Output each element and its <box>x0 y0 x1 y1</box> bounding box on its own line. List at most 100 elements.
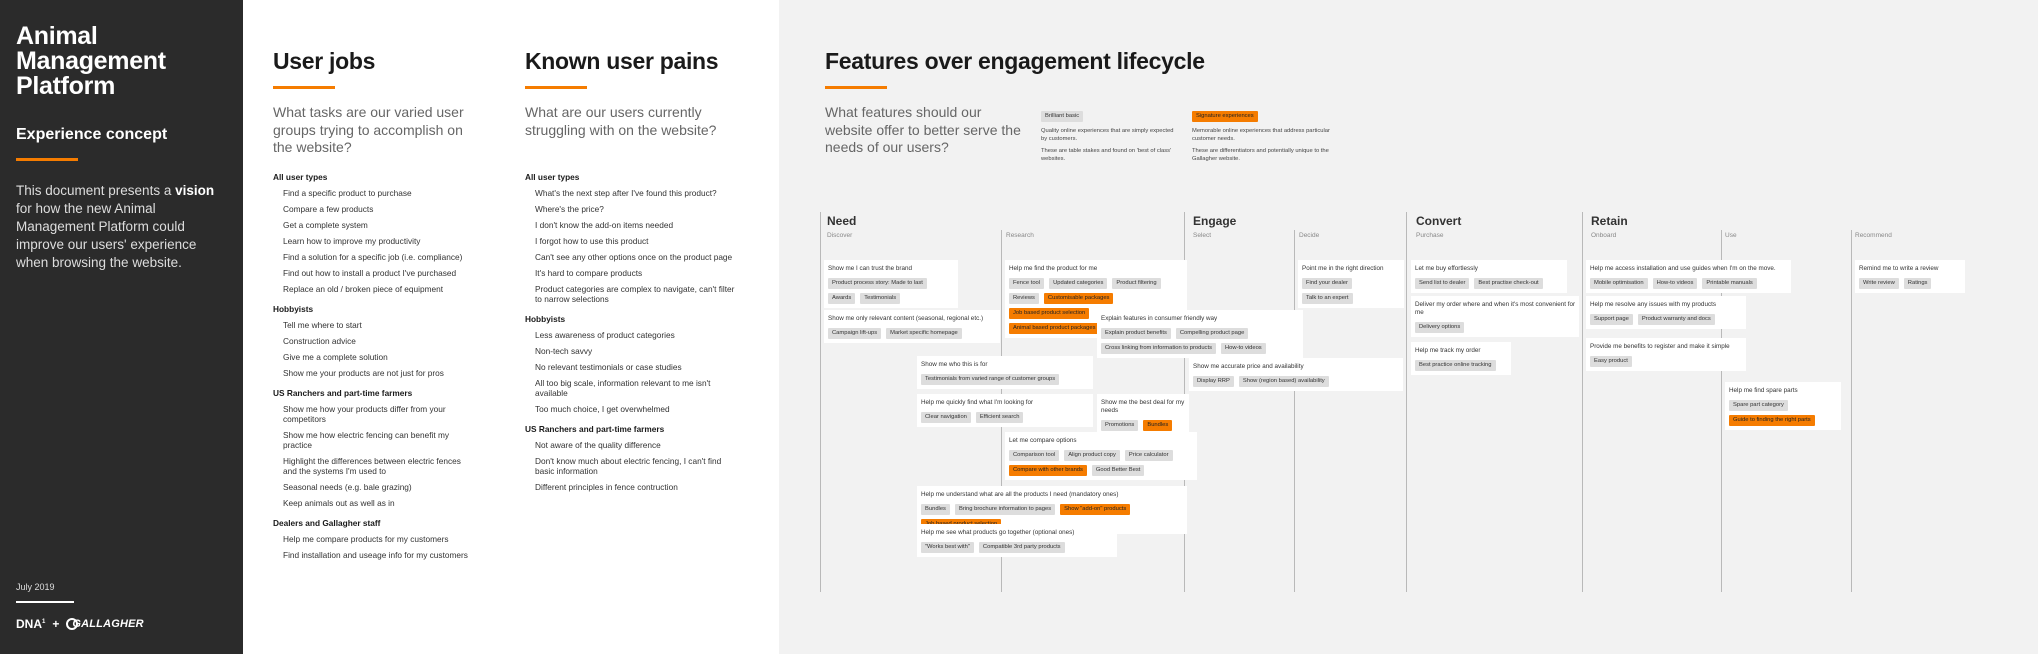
feature-card: Provide me benefits to register and make… <box>1586 338 1746 371</box>
card-label: Show me accurate price and availability <box>1193 363 1304 370</box>
list-item: Find a specific product to purchase <box>283 188 412 198</box>
card-label: Help me track my order <box>1415 347 1481 354</box>
list-item: All too big scale, information relevant … <box>535 378 711 398</box>
substage-divider <box>1294 230 1295 592</box>
basic-chip: Compatible 3rd party products <box>978 542 1065 553</box>
basic-chip: Testimonials from varied range of custom… <box>921 374 1060 385</box>
date-rule <box>16 601 74 603</box>
plus-sign: + <box>52 617 60 631</box>
group-title: Hobbyists <box>273 304 314 314</box>
list-item: Less awareness of product categories <box>535 330 675 340</box>
card-label: Show me the best deal for my needs <box>1101 399 1185 414</box>
gallagher-logo: GALLAGHER <box>66 618 144 630</box>
user-pains-question: What are our users currently struggling … <box>525 104 717 138</box>
group-list: What's the next step after I've found th… <box>525 188 735 304</box>
card-label: Let me buy effortlessly <box>1415 265 1478 272</box>
basic-chip: Bundles <box>921 504 950 515</box>
substage-divider <box>1851 230 1852 592</box>
substage-onboard: Onboard <box>1591 232 1617 239</box>
basic-chip: Delivery options <box>1415 322 1465 333</box>
stage-divider <box>1406 212 1407 592</box>
list-item: What's the next step after I've found th… <box>535 188 717 198</box>
basic-chip: Easy product <box>1590 356 1632 367</box>
intro-bold: vision <box>175 183 215 198</box>
basic-chip: Ratings <box>1903 278 1932 289</box>
basic-chip: Find your dealer <box>1302 278 1352 289</box>
logos: DNA1 + GALLAGHER <box>16 617 144 631</box>
dna-logo-sup: 1 <box>42 619 46 625</box>
basic-chip: How-to videos <box>1220 343 1266 354</box>
intro-text: This document presents a vision for how … <box>16 182 231 272</box>
features-section: Features over engagement lifecycle What … <box>779 0 2038 654</box>
list-item: Find installation and useage info for my… <box>283 550 468 560</box>
legend-basic-note: These are table stakes and found on 'bes… <box>1041 148 1172 162</box>
basic-chip: Product process story: Made to last <box>828 278 927 289</box>
basic-chip: Mobile optimisation <box>1590 278 1648 289</box>
list-item: Construction advice <box>283 336 356 346</box>
legend-signature: Signature experiences Memorable online e… <box>1192 111 1332 168</box>
features-rule <box>825 86 887 89</box>
basic-chip: Display RRP <box>1193 376 1234 387</box>
feature-card: Help me quickly find what I'm looking fo… <box>917 394 1093 427</box>
card-chips: "Works best with"Compatible 3rd party pr… <box>921 542 1114 553</box>
legend-signature-desc: Memorable online experiences that addres… <box>1192 128 1330 142</box>
list-item: I forgot how to use this product <box>535 236 649 246</box>
list-item: Non-tech savvy <box>535 346 593 356</box>
feature-card: Deliver my order where and when it's mos… <box>1411 296 1579 337</box>
substage-research: Research <box>1006 232 1034 239</box>
group-title: All user types <box>273 172 328 182</box>
stage-divider <box>1582 212 1583 592</box>
basic-chip: Send list to dealer <box>1415 278 1470 289</box>
basic-chip: Promotions <box>1101 420 1139 431</box>
substage-decide: Decide <box>1299 232 1320 239</box>
features-question: What features should our website offer t… <box>825 104 1021 155</box>
gallagher-ring-icon <box>66 618 79 630</box>
intro-post: for how the new Animal Management Platfo… <box>16 201 197 270</box>
list-item: Find a solution for a specific job (i.e.… <box>283 252 463 262</box>
basic-chip: Price calculator <box>1124 450 1173 461</box>
stage-retain: Retain <box>1591 214 1628 228</box>
substage-recommend: Recommend <box>1855 232 1892 239</box>
basic-chip: Explain product benefits <box>1101 328 1171 339</box>
basic-chip: How-to videos <box>1652 278 1698 289</box>
card-chips: Delivery options <box>1415 322 1576 333</box>
list-item: Help me compare products for my customer… <box>283 534 449 544</box>
user-jobs-rule <box>273 86 335 89</box>
basic-chip: Updated categories <box>1049 278 1108 289</box>
basic-chip: Talk to an expert <box>1302 293 1353 304</box>
feature-card: Show me only relevant content (seasonal,… <box>824 310 1000 343</box>
card-label: Help me see what products go together (o… <box>921 529 1075 536</box>
subtitle: Experience concept <box>16 126 168 143</box>
list-item: Tell me where to start <box>283 320 362 330</box>
list-item: Don't know much about electric fencing, … <box>535 456 722 476</box>
substage-divider <box>1721 230 1722 592</box>
substage-select: Select <box>1193 232 1212 239</box>
card-label: Show me who this is for <box>921 361 988 368</box>
basic-chip: Awards <box>828 293 856 304</box>
feature-card: Help me access installation and use guid… <box>1586 260 1791 293</box>
list-item: Compare a few products <box>283 204 374 214</box>
basic-chip: Spare part category <box>1729 400 1788 411</box>
card-label: Point me in the right direction <box>1302 265 1384 272</box>
list-item: No relevant testimonials or case studies <box>535 362 682 372</box>
list-item: Learn how to improve my productivity <box>283 236 421 246</box>
list-item: It's hard to compare products <box>535 268 643 278</box>
dna-logo-text: DNA <box>16 617 42 631</box>
gallagher-logo-text: GALLAGHER <box>72 618 144 630</box>
